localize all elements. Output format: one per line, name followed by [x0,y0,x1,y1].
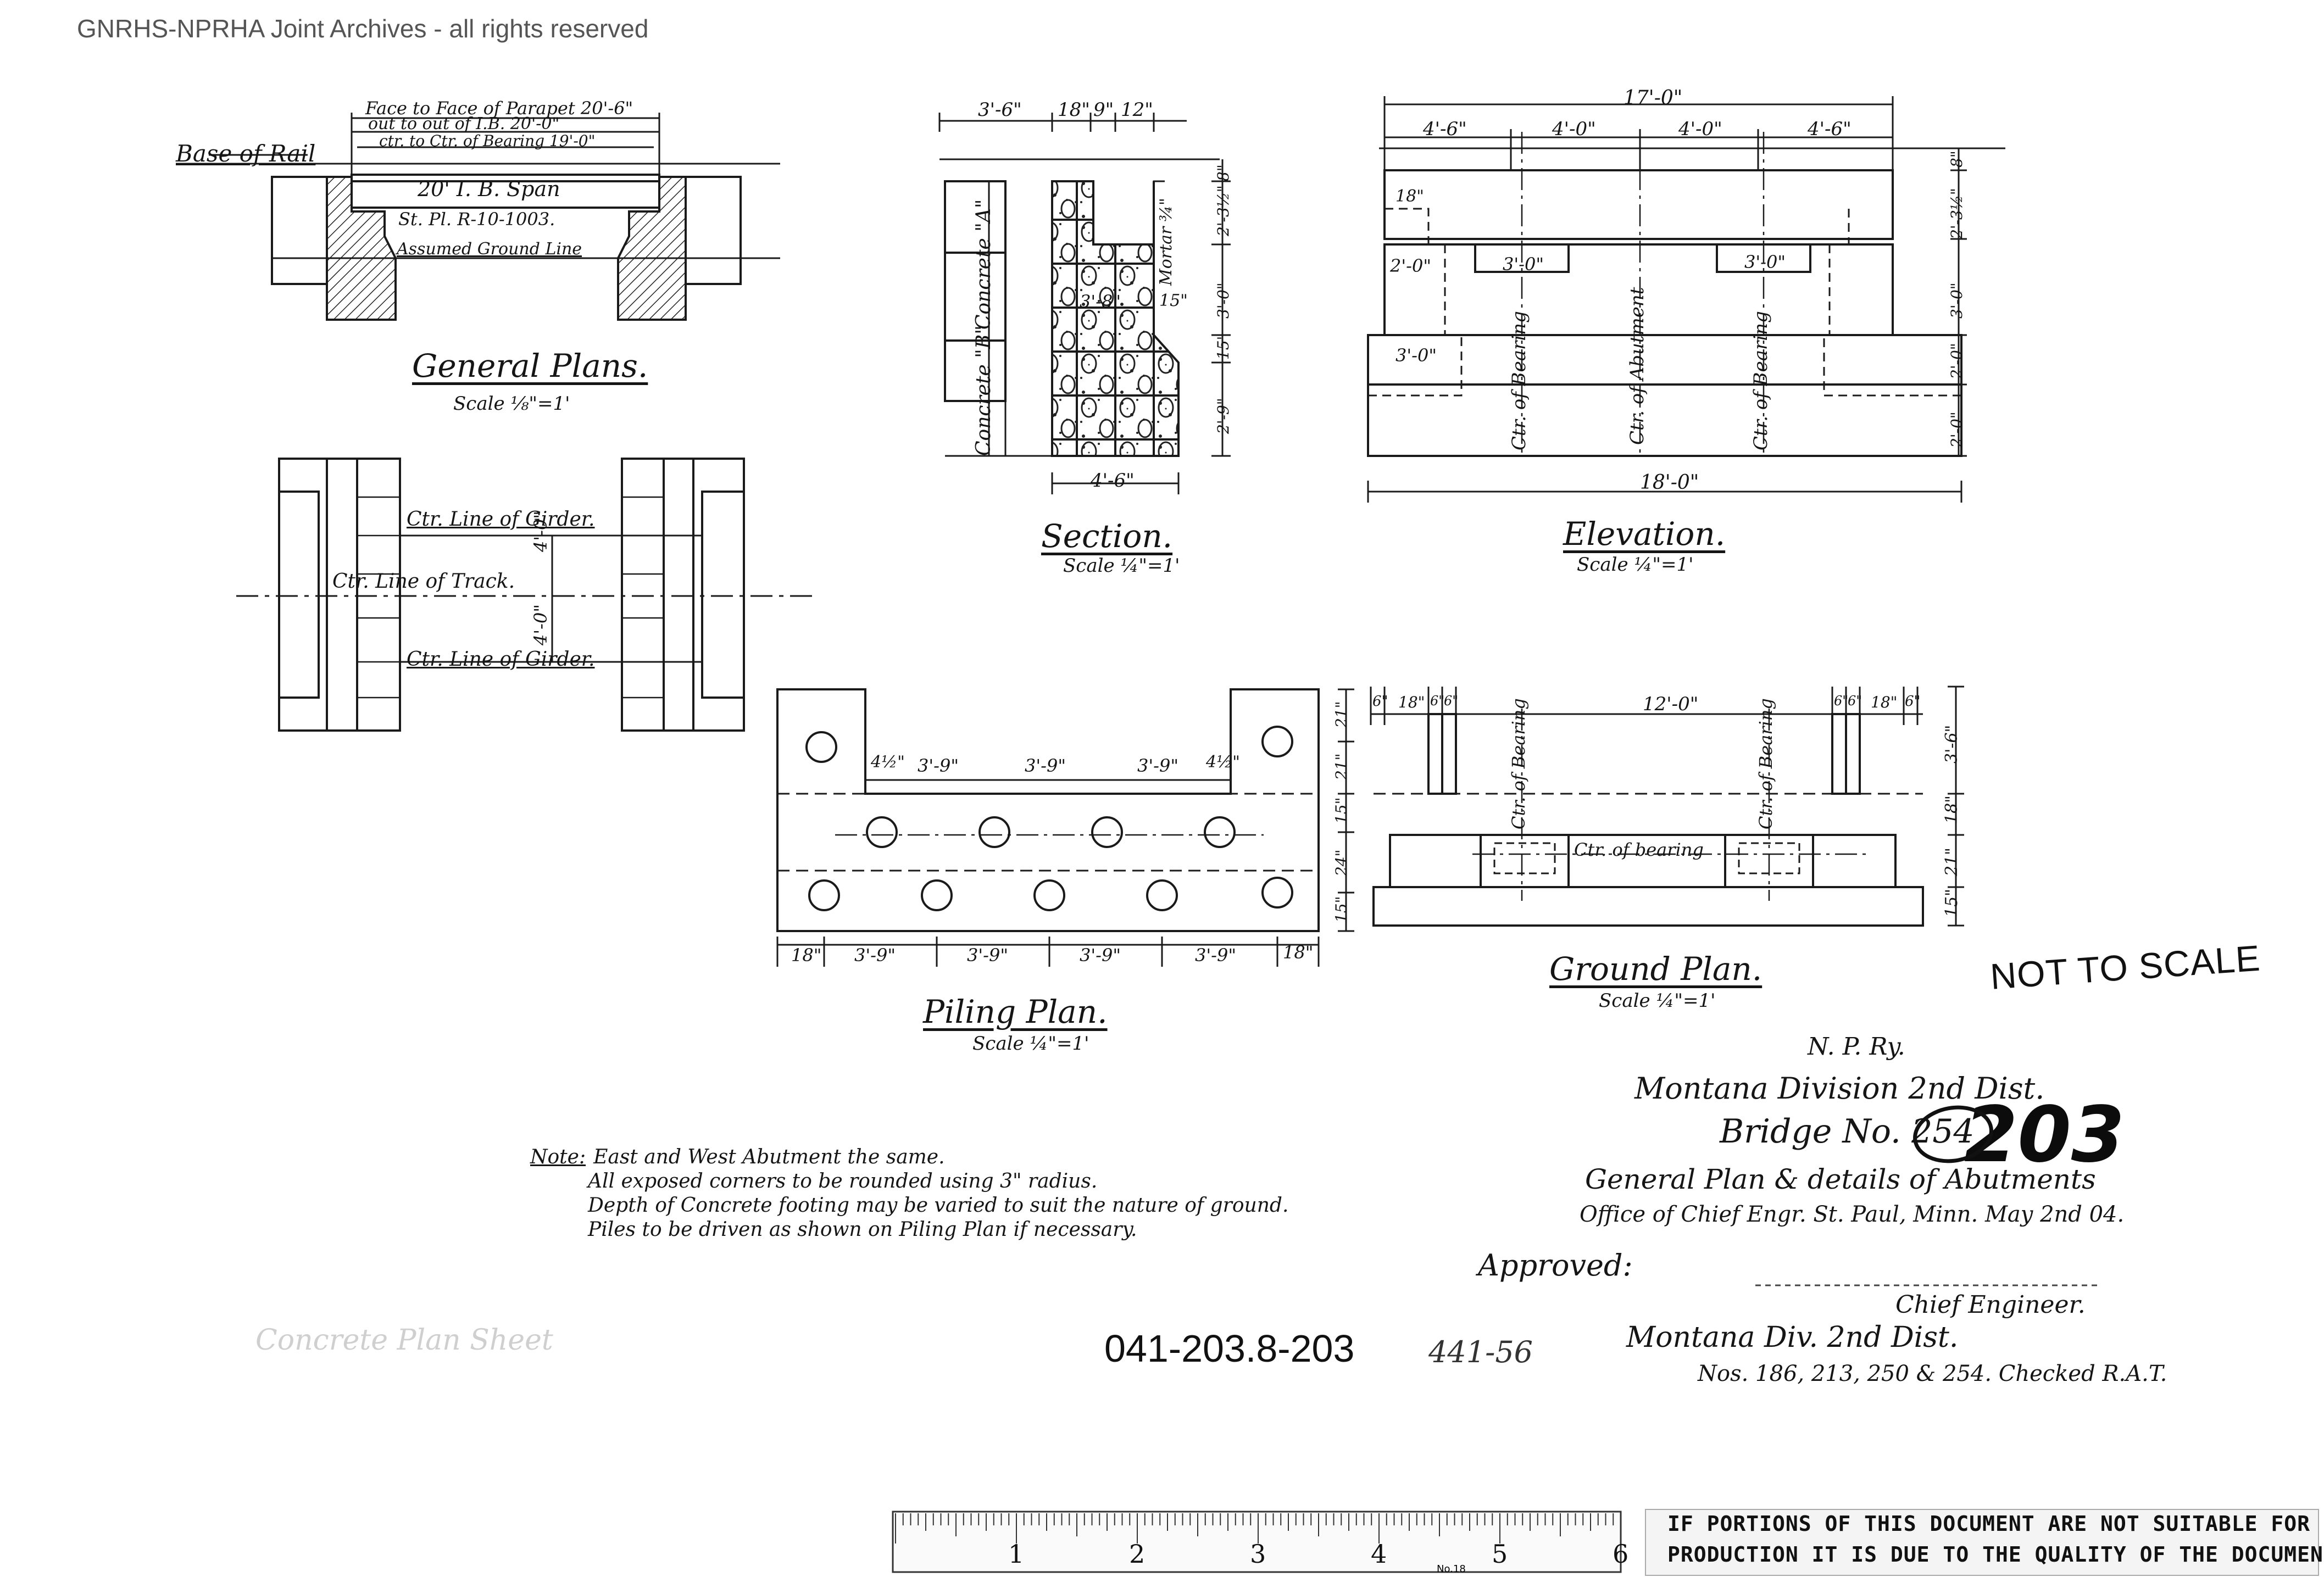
section-dim-9: 9" [1093,99,1114,121]
elevation-top-dim-1: 4'-6" [1423,118,1467,140]
piling-bottom-dim-5: 3'-9" [1195,945,1237,966]
notes-heading: Note: [530,1146,586,1168]
base-of-rail-label: Base of Rail [176,140,316,167]
elevation-left-dim-18: 18" [1395,187,1424,206]
ground-top-dim-12: 12'-0" [1643,693,1699,715]
section-dim-3-6: 3'-6" [978,99,1022,121]
piling-row-dim-5: 4½" [1206,753,1240,772]
elevation-top-dim-3: 4'-0" [1678,118,1722,140]
ground-top-dim-6d: 6" [1834,693,1849,709]
section-bottom-dim: 4'-6" [1091,470,1135,492]
ruler-number: 5 [1492,1539,1508,1569]
piling-plan-drawing [777,689,1354,967]
span-label: 20' I. B. Span [418,177,560,201]
elevation-pad-dim-2: 3'-0" [1744,252,1786,272]
piling-bottom-dim-3: 3'-9" [967,945,1009,966]
ground-ctr-bearing-middle: Ctr. of bearing [1574,839,1704,860]
ruler-number: 6 [1613,1539,1628,1569]
section-dim-3-8: 3'-8" [1080,291,1121,312]
division-name: Montana Division 2nd Dist. [1634,1071,2045,1106]
quality-stamp-line-1: IF PORTIONS OF THIS DOCUMENT ARE NOT SUI… [1667,1512,2324,1536]
ground-top-dim-18b: 18" [1871,693,1898,711]
section-dim-15-inner: 15" [1159,291,1188,310]
faint-pencil-note: Concrete Plan Sheet [255,1324,553,1357]
railway-name: N. P. Ry. [1808,1033,1905,1061]
ground-plan-scale: Scale ¼"=1' [1599,990,1716,1012]
elevation-drawing [1368,96,2005,503]
general-plans-scale: Scale ⅛"=1' [453,393,570,415]
elevation-left-dim-3-0: 3'-0" [1395,345,1437,366]
piling-plan-title: Piling Plan. [923,993,1108,1030]
ground-top-dim-6a: 6" [1372,693,1388,710]
quality-stamp-box [1645,1509,2319,1575]
elevation-top-dim-4: 4'-6" [1808,118,1852,140]
ground-top-dim-6c: 6" [1444,693,1459,709]
piling-row-dim-1: 4½" [871,753,905,772]
montana-dist-label: Montana Div. 2nd Dist. [1626,1321,1959,1354]
notes-block: Note: East and West Abutment the same. Al… [530,1145,1288,1242]
ruler-number: 3 [1250,1539,1266,1569]
section-dim-18: 18" [1058,99,1090,121]
elevation-top-dim-2: 4'-0" [1552,118,1596,140]
ground-line-label: Assumed Ground Line [397,239,582,259]
quality-stamp-line-2: PRODUCTION IT IS DUE TO THE QUALITY OF T… [1667,1542,2324,1567]
ground-top-dim-6e: 6" [1848,693,1862,709]
section-drawing [939,113,1231,494]
notes-line-2: All exposed corners to be rounded using … [588,1170,1098,1192]
archive-watermark: GNRHS-NPRHA Joint Archives - all rights … [77,14,649,43]
handwritten-number: 441-56 [1428,1335,1533,1369]
piling-row-dim-2: 3'-9" [918,755,959,776]
general-plans-elevation [176,113,780,320]
ctr-line-track-label: Ctr. Line of Track. [332,570,515,593]
chief-engineer-label: Chief Engineer. [1895,1291,2086,1319]
ruler-number: 2 [1129,1539,1145,1569]
measuring-ruler [893,1512,1621,1572]
face-to-face-dim: Face to Face of Parapet 20'-6" [365,98,633,119]
office-line: Office of Chief Engr. St. Paul, Minn. Ma… [1580,1202,2125,1227]
piling-row-dim-3: 3'-9" [1025,755,1066,776]
notes-line-1: East and West Abutment the same. [593,1146,945,1168]
bridge-nos-label: Nos. 186, 213, 250 & 254. Checked R.A.T. [1698,1361,2167,1386]
approved-label: Approved: [1478,1248,1633,1283]
ctr-line-girder-top: Ctr. Line of Girder. [407,508,595,531]
drawing-number: 041-203.8-203 [1104,1327,1355,1370]
elevation-scale: Scale ¼"=1' [1577,554,1694,576]
piling-bottom-dim-6: 18" [1283,942,1314,963]
elevation-overall-top: 17'-0" [1624,87,1683,109]
ruler-caption: No.18 [1437,1563,1466,1575]
piling-bottom-dim-2: 3'-9" [854,945,896,966]
out-to-out-dim: out to out of I.B. 20'-0" [368,114,560,133]
drawing-description: General Plan & details of Abutments [1585,1163,2096,1195]
elevation-title: Elevation. [1563,515,1726,553]
elevation-pad-dim-1: 3'-0" [1503,254,1544,275]
piling-bottom-dim-4: 3'-9" [1080,945,1121,966]
ground-top-dim-18a: 18" [1398,693,1425,711]
general-plans-plan-view [236,459,819,731]
ground-plan-title: Ground Plan. [1549,950,1763,988]
notes-line-3: Depth of Concrete footing may be varied … [588,1194,1289,1217]
ground-top-dim-6b: 6" [1430,693,1445,709]
section-scale: Scale ¼"=1' [1063,555,1180,577]
ruler-number: 1 [1008,1539,1024,1569]
ground-plan-drawing [1371,687,1964,926]
notes-line-4: Piles to be driven as shown on Piling Pl… [588,1218,1137,1241]
piling-row-dim-4: 3'-9" [1137,755,1179,776]
piling-plan-scale: Scale ¼"=1' [972,1033,1089,1055]
elevation-left-dim-2-0: 2'-0" [1390,255,1432,276]
elevation-bottom-dim: 18'-0" [1640,471,1699,494]
ruler-number: 4 [1371,1539,1387,1569]
general-plans-title: General Plans. [412,347,648,385]
ctr-bearing-dim: ctr. to Ctr. of Bearing 19'-0" [379,132,596,150]
ground-top-dim-6f: 6" [1905,693,1921,710]
ctr-line-girder-bottom: Ctr. Line of Girder. [407,648,595,671]
section-dim-12: 12" [1121,99,1153,121]
section-title: Section. [1041,517,1173,555]
st-pl-label: St. Pl. R-10-1003. [398,209,555,230]
piling-bottom-dim-1: 18" [791,945,822,966]
